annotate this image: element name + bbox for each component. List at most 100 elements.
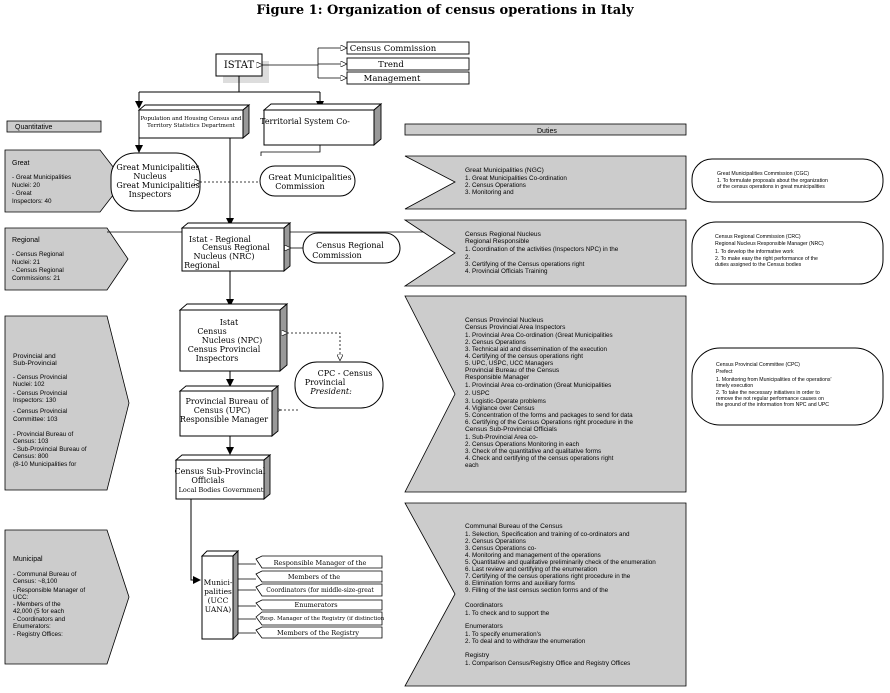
note-crc-line-0: 1. To develop the informative work <box>715 249 794 255</box>
duties-prov-subtitle: Census Provincial Area Inspectors <box>465 324 566 331</box>
note-cgc-line-1: of the census operations in great munici… <box>717 184 825 190</box>
great-muni-line-2: Great Municipalities <box>116 181 199 190</box>
sub-prov-line-2: Local Bodies Government <box>179 486 264 494</box>
provincial-level-line-0: - Census Provincial <box>13 374 67 381</box>
istat-provincial-box: Istat Census Nucleus (NPC) Census Provin… <box>178 303 289 372</box>
duties-header: Duties <box>537 128 557 135</box>
municipal-level: Municipal - Communal Bureau of Census: ~… <box>4 529 130 665</box>
municipal-level-line-8: - Registry Offices: <box>13 631 63 638</box>
duties-provincial: Census Provincial Nucleus Census Provinc… <box>404 295 687 493</box>
duties-regional-line-1: 2. <box>465 254 471 261</box>
duties-prov-sub3: Census Sub-Provincial Officials <box>465 426 558 433</box>
provincial-level: Provincial and Sub-Provincial - Census P… <box>4 315 130 491</box>
duties-muni-line-6: 7. Certifying of the census operations r… <box>465 573 631 580</box>
muni-line-3: UANA) <box>205 605 231 614</box>
municipalities-box: Munici- palities (UCC UANA) <box>200 549 240 641</box>
upc-line-2: Responsible Manager <box>180 415 268 424</box>
duties-prov-l2-5: 6. Certifying of the Census Operations r… <box>465 419 634 426</box>
istat-regional-line-1: Census Regional <box>202 243 270 252</box>
note-cpc-subtitle: Prefect <box>716 369 733 375</box>
municipal-level-line-2: - Responsible Manager of <box>13 587 85 594</box>
note-crc-subtitle: Regional Nucleus Responsible Manager (NR… <box>715 241 824 247</box>
population-dept-line1: Population and Housing Census and <box>141 116 242 122</box>
territorial-label: Territorial System Co- <box>260 117 350 126</box>
duties-prov-line-1: 2. Census Operations <box>465 339 526 346</box>
duties-prov-l3-1: 2. Census Operations Monitoring in each <box>465 441 580 448</box>
duties-prov-line-3: 4. Certifying of the census operations r… <box>465 353 583 360</box>
provincial-level-line-5: Committee: 103 <box>13 416 58 423</box>
cpc-line-0: CPC - Census <box>318 369 373 378</box>
note-cpc-line-0: 1. Monitoring from Municipalities of the… <box>716 377 831 383</box>
provincial-level-title: Provincial and <box>13 353 56 360</box>
duties-prov-title: Census Provincial Nucleus <box>465 317 544 324</box>
note-crc-line-1: 2. To make easy the right performance of… <box>715 256 818 262</box>
duties-regional-line-3: 4. Provincial Officials Training <box>465 268 548 275</box>
provincial-level-line-2: - Census Provincial <box>13 390 67 397</box>
duties-prov-l2-4: 5. Concentration of the forms and packag… <box>465 412 633 419</box>
duties-muni-line-0: 1. Selection, Specification and training… <box>465 531 630 538</box>
great-municipalities-commission: Great Municipalities Commission <box>259 165 356 197</box>
cpc-line-2: President: <box>309 387 352 396</box>
duties-great-line-2: 3. Monitoring and <box>465 189 514 196</box>
duties-prov-l2-3: 4. Vigilance over Census <box>465 405 535 412</box>
istat-regional-line-2: Nucleus (NRC) <box>193 252 254 261</box>
duties-regional-line-2: 3. Certifying of the Census operations r… <box>465 261 585 268</box>
duties-muni-line-1: 2. Census Operations <box>465 538 526 545</box>
census-commission-label: Census Commission <box>350 44 437 54</box>
duties-muni-line-7: 8. Elimination forms and auxiliary forms <box>465 580 575 587</box>
management-label: Management <box>364 74 421 84</box>
regional-level-line-1: Nuclei: 21 <box>12 259 40 266</box>
municipality-items: Responsible Manager of the Members of th… <box>238 555 385 639</box>
duties-great-title: Great Municipalities (NGC) <box>465 167 544 174</box>
istat-label: ISTAT <box>224 60 255 71</box>
great-level-line-1: Nuclei: 20 <box>12 182 40 189</box>
istat-prov-line-2: Nucleus (NPC) <box>202 336 262 345</box>
muni-item-0: Responsible Manager of the <box>274 559 367 567</box>
provincial-level-line-9: Census: 800 <box>13 453 49 460</box>
istat-prov-line-4: Inspectors <box>196 354 239 363</box>
muni-item-2: Coordinators (for middle-size-great <box>266 587 374 594</box>
muni-line-1: palities <box>204 587 232 596</box>
great-municipalities-nucleus: Great Municipalities Nucleus Great Munic… <box>110 152 201 212</box>
note-cpc-title: Census Provincial Committee (CPC) <box>716 362 800 368</box>
census-regional-comm-line-0: Census Regional <box>316 241 384 250</box>
istat-regional-line-0: Istat - Regional <box>189 235 251 244</box>
note-crc-title: Census Regional Commission (CRC) <box>715 234 801 240</box>
istat-regional-box: Istat - Regional Census Regional Nucleus… <box>180 222 292 272</box>
great-level: Great - Great Municipalities Nuclei: 20 … <box>4 149 125 213</box>
duties-muni-coord-0: 1. To check and to support the <box>465 610 550 617</box>
great-muni-line-0: Great Municipalities <box>116 163 199 172</box>
municipal-level-line-4: - Members of the <box>13 601 61 608</box>
duties-prov-sub2b: Responsible Manager <box>465 374 530 381</box>
muni-item-5: Members of the Registry <box>277 629 359 637</box>
duties-prov-l3-2: 3. Check of the quantitative and qualita… <box>465 448 601 455</box>
muni-item-1: Members of the <box>288 573 340 581</box>
municipal-level-line-6: - Coordinators and <box>13 616 66 623</box>
duties-muni-enum-title: Enumerators <box>465 623 503 630</box>
note-cpc-line-1: timely execution <box>716 383 753 389</box>
duties-prov-l2-2: 3. Logistic-Operate problems <box>465 398 546 405</box>
municipal-level-line-0: - Communal Bureau of <box>13 571 77 578</box>
duties-muni-line-2: 3. Census Operations co- <box>465 545 536 552</box>
great-muni-line-3: Inspectors <box>129 190 172 199</box>
duties-prov-l2-0: 1. Provincial Area co-ordination (Great … <box>465 382 611 389</box>
duties-prov-sub2: Provincial Bureau of the Census <box>465 367 560 374</box>
duties-regional-line-0: 1. Coordination of the activities (Inspe… <box>465 246 619 253</box>
istat-prov-line-3: Census Provincial <box>188 345 261 354</box>
regional-level-title: Regional <box>12 237 40 244</box>
great-level-line-0: - Great Municipalities <box>12 174 71 181</box>
istat-prov-line-0: Istat <box>220 318 239 327</box>
duties-regional: Census Regional Nucleus Regional Respons… <box>403 219 687 287</box>
provincial-level-line-8: - Sub-Provincial Bureau of <box>13 446 87 453</box>
note-crc: Census Regional Commission (CRC) Regiona… <box>691 221 884 285</box>
sub-prov-line-0: Census Sub-Provincial <box>175 467 266 476</box>
istat-prov-line-1: Census <box>197 327 226 336</box>
duties-prov-l3-4: each <box>465 462 479 469</box>
muni-item-4: Resp. Manager of the Registry (if distin… <box>260 615 385 622</box>
provincial-level-line-1: Nuclei: 102 <box>13 381 45 388</box>
duties-municipal: Communal Bureau of the Census 1. Selecti… <box>404 502 687 687</box>
trend-label: Trend <box>378 60 404 70</box>
upc-line-0: Provincial Bureau of <box>186 397 270 406</box>
provincial-level-line-6: - Provincial Bureau of <box>13 431 73 438</box>
duties-muni-coord-title: Coordinators <box>465 602 503 609</box>
